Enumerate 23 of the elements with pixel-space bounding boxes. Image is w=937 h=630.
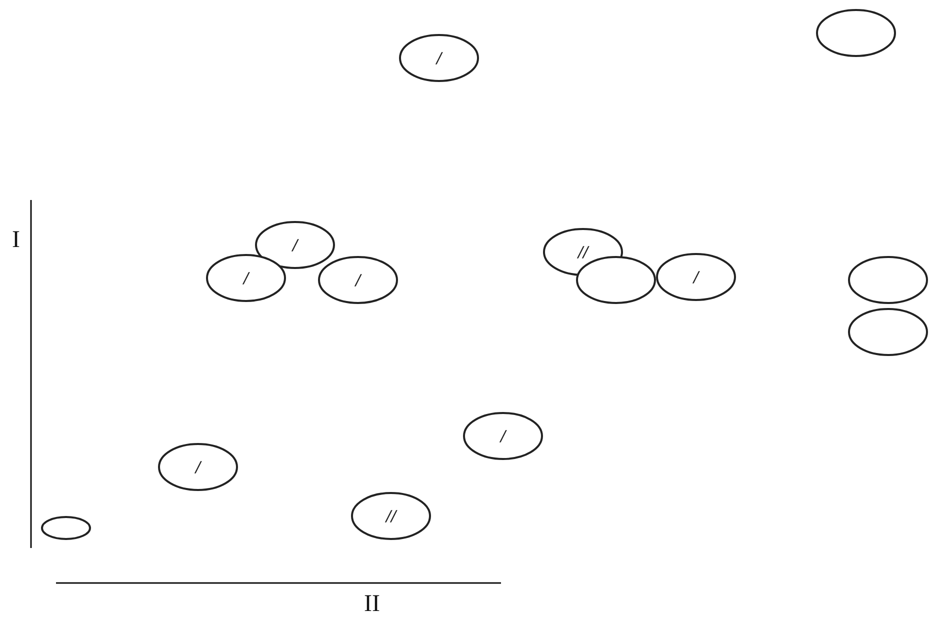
ellipse-node [351,492,431,540]
axis-label: II [364,592,380,616]
ellipse-node [399,34,479,82]
tally-mark: / [290,236,300,254]
ellipse-node [206,254,286,302]
tally-mark: / [498,427,508,445]
tally-mark: / [242,269,251,287]
tally-mark: // [384,507,398,525]
ellipse-node [848,308,928,356]
tally-mark: // [576,243,590,261]
axis-label: I [12,228,20,252]
ellipse-node [41,516,91,540]
ellipse-node [158,443,238,491]
ellipse-node [848,256,928,304]
tally-mark: / [194,458,203,476]
ellipse-node [255,221,335,269]
tally-mark: / [354,271,363,289]
tally-mark: / [434,49,444,67]
tally-mark: / [692,268,701,286]
ellipse-node [318,256,398,304]
ellipse-node [463,412,543,460]
ellipse-node [656,253,736,301]
ellipse-node [816,9,896,57]
